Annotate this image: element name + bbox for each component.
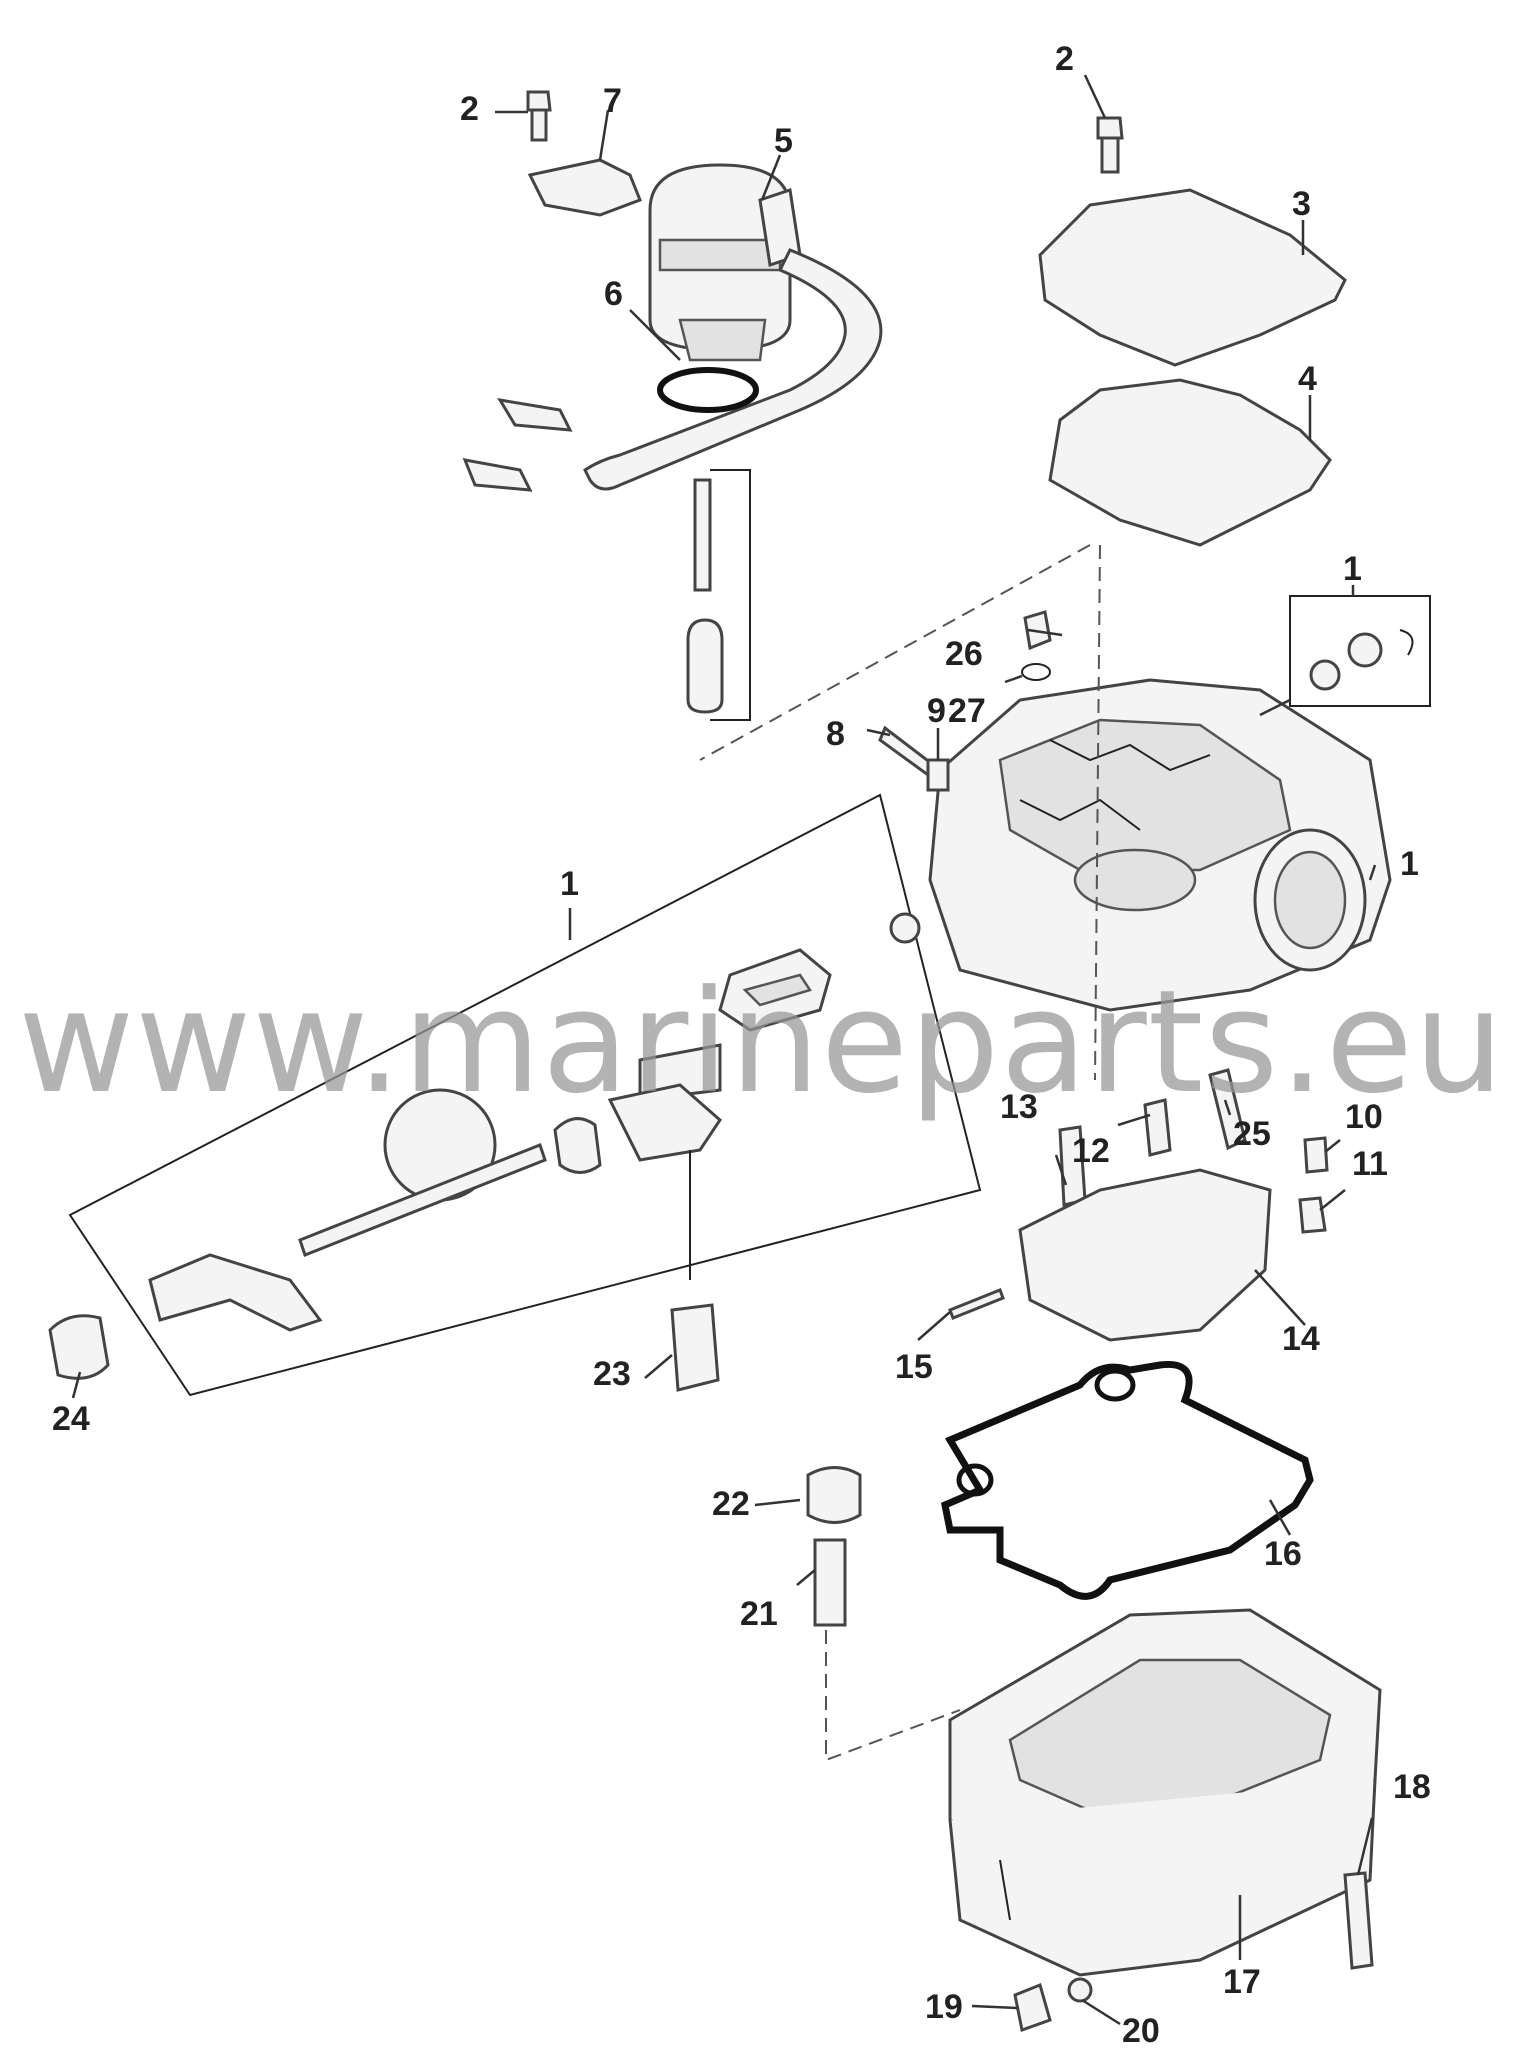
plug-part <box>1023 610 1052 651</box>
callout-labels: 2 7 5 6 2 3 4 1 26 9 27 8 1 1 13 10 12 2… <box>52 40 1431 2048</box>
gasket-hole <box>956 1463 994 1497</box>
float-bowl-part <box>948 1608 1382 1977</box>
main-jet-part <box>1143 1098 1172 1157</box>
label-10: 10 <box>1345 1098 1383 1136</box>
repair-kit-box <box>1289 595 1431 707</box>
solenoid-valve-part <box>462 158 883 492</box>
label-26: 26 <box>945 635 983 673</box>
label-21: 21 <box>740 1595 778 1633</box>
alignment-line <box>825 1630 961 1762</box>
spring-part <box>813 1538 847 1627</box>
alignment-line <box>699 544 1091 761</box>
cover-gasket-part <box>1048 378 1332 547</box>
washer-part <box>1067 1977 1093 2003</box>
needle-jet-part <box>686 469 751 721</box>
gasket-hole <box>1094 1368 1136 1402</box>
label-14: 14 <box>1282 1320 1320 1358</box>
leader-lines <box>71 74 1377 2026</box>
label-1-body: 1 <box>1400 845 1419 883</box>
label-6: 6 <box>604 275 623 313</box>
spring-part <box>926 758 950 792</box>
float-part <box>1018 1168 1272 1342</box>
label-13: 13 <box>1000 1088 1038 1126</box>
label-24: 24 <box>52 1400 90 1438</box>
label-3: 3 <box>1292 185 1311 223</box>
label-23: 23 <box>593 1355 631 1393</box>
label-15: 15 <box>895 1348 933 1386</box>
label-4: 4 <box>1298 360 1317 398</box>
drain-plug-part <box>1303 1136 1329 1174</box>
label-22: 22 <box>712 1485 750 1523</box>
label-18: 18 <box>1393 1768 1431 1806</box>
label-8: 8 <box>826 715 845 753</box>
label-17: 17 <box>1223 1963 1261 2001</box>
float-pin-part <box>948 1288 1005 1320</box>
label-11: 11 <box>1352 1145 1388 1183</box>
label-16: 16 <box>1264 1535 1302 1573</box>
label-2-top-left: 2 <box>460 90 479 128</box>
label-25: 25 <box>1233 1115 1271 1153</box>
carburetor-body-part <box>928 678 1392 1012</box>
screw-part <box>1096 116 1124 174</box>
kit-outline <box>68 793 982 1397</box>
float-bowl-gasket-part <box>941 1360 1314 1600</box>
drain-screw-part <box>1013 1982 1052 2032</box>
small-o-ring-part <box>1021 663 1051 681</box>
label-19: 19 <box>925 1988 963 2026</box>
label-12: 12 <box>1072 1132 1110 1170</box>
cover-plate-part <box>1038 188 1347 367</box>
small-plug-part <box>1298 1196 1327 1234</box>
label-1-kit-left: 1 <box>560 865 579 903</box>
label-1-kit-right: 1 <box>1343 550 1362 588</box>
label-5: 5 <box>774 122 793 160</box>
alignment-line <box>1094 544 1101 1081</box>
plug-part <box>806 1466 862 1524</box>
label-2-top-right: 2 <box>1055 40 1074 78</box>
bowl-screw-part <box>1343 1871 1374 1970</box>
collar-part <box>48 1314 110 1380</box>
screw-part <box>526 90 552 142</box>
label-20: 20 <box>1122 2012 1160 2048</box>
accelerator-pump-part <box>148 912 921 1332</box>
spring-cap-part <box>670 1303 720 1392</box>
o-ring-part <box>657 367 759 413</box>
label-7: 7 <box>603 82 622 120</box>
label-9: 9 <box>927 692 946 730</box>
label-27: 27 <box>948 692 986 730</box>
